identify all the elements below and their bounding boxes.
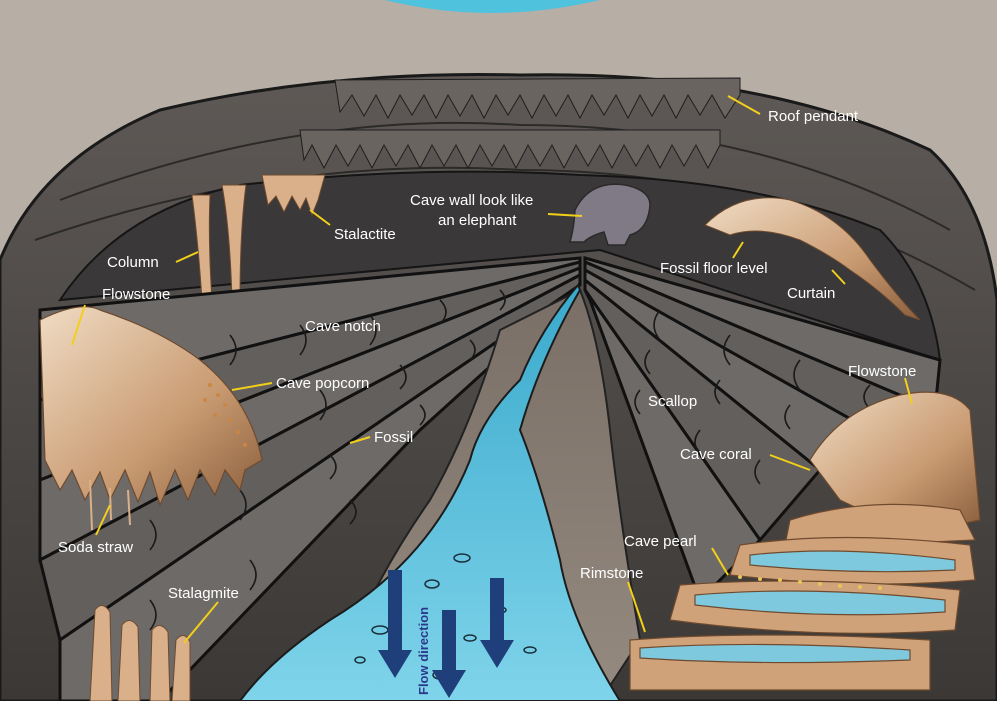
label-fossil: Fossil [374,429,413,446]
label-cave-wall-line2: an elephant [438,212,517,229]
label-cave-notch: Cave notch [305,318,381,335]
label-roof-pendant: Roof pendant [768,108,859,125]
label-cave-pearl: Cave pearl [624,533,697,550]
label-flow-direction: Flow direction [416,607,431,695]
label-scallop: Scallop [648,393,697,410]
label-cave-coral: Cave coral [680,446,752,463]
label-stalactite: Stalactite [334,226,396,243]
label-cave-wall-line1: Cave wall look like [410,192,533,209]
label-rimstone: Rimstone [580,565,643,582]
label-soda-straw: Soda straw [58,539,133,556]
label-stalagmite: Stalagmite [168,585,239,602]
label-flowstone-right: Flowstone [848,363,916,380]
label-cave-popcorn: Cave popcorn [276,375,369,392]
label-curtain: Curtain [787,285,835,302]
label-fossil-floor-level: Fossil floor level [660,260,768,277]
label-flowstone-left: Flowstone [102,286,170,303]
label-column: Column [107,254,159,271]
